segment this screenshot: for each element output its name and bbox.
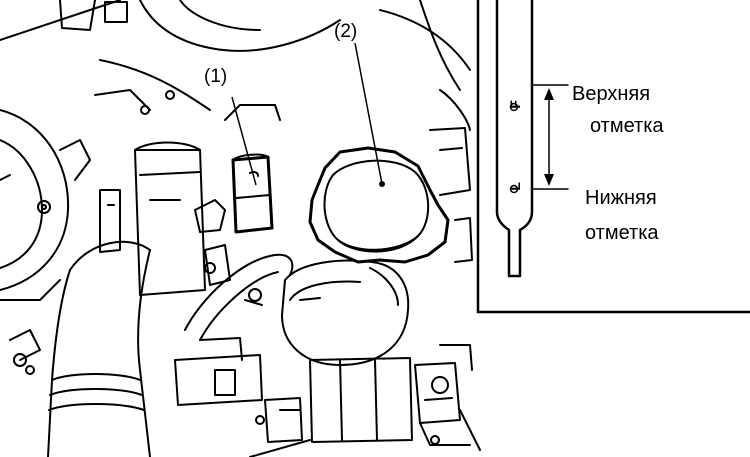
dipstick-inset: F L Верхняя отметка Нижняя отметка (476, 0, 750, 314)
full-mark: F (507, 100, 523, 109)
low-mark: L (507, 182, 523, 191)
engine-line-art (0, 0, 481, 457)
callout-2: (2) (334, 21, 383, 185)
lower-mark-label-line2: отметка (585, 222, 659, 244)
oil-filler-plug (231, 153, 274, 234)
upper-mark-label-line2: отметка (590, 115, 664, 137)
dipstick (495, 0, 569, 278)
oil-filler-cap (308, 146, 450, 264)
lower-mark-label-line1: Нижняя (585, 187, 657, 209)
upper-mark-label-line1: Верхняя (572, 83, 650, 105)
callout-label-2: (2) (334, 21, 357, 42)
callout-1: (1) (204, 66, 257, 186)
callout-label-1: (1) (204, 66, 227, 87)
